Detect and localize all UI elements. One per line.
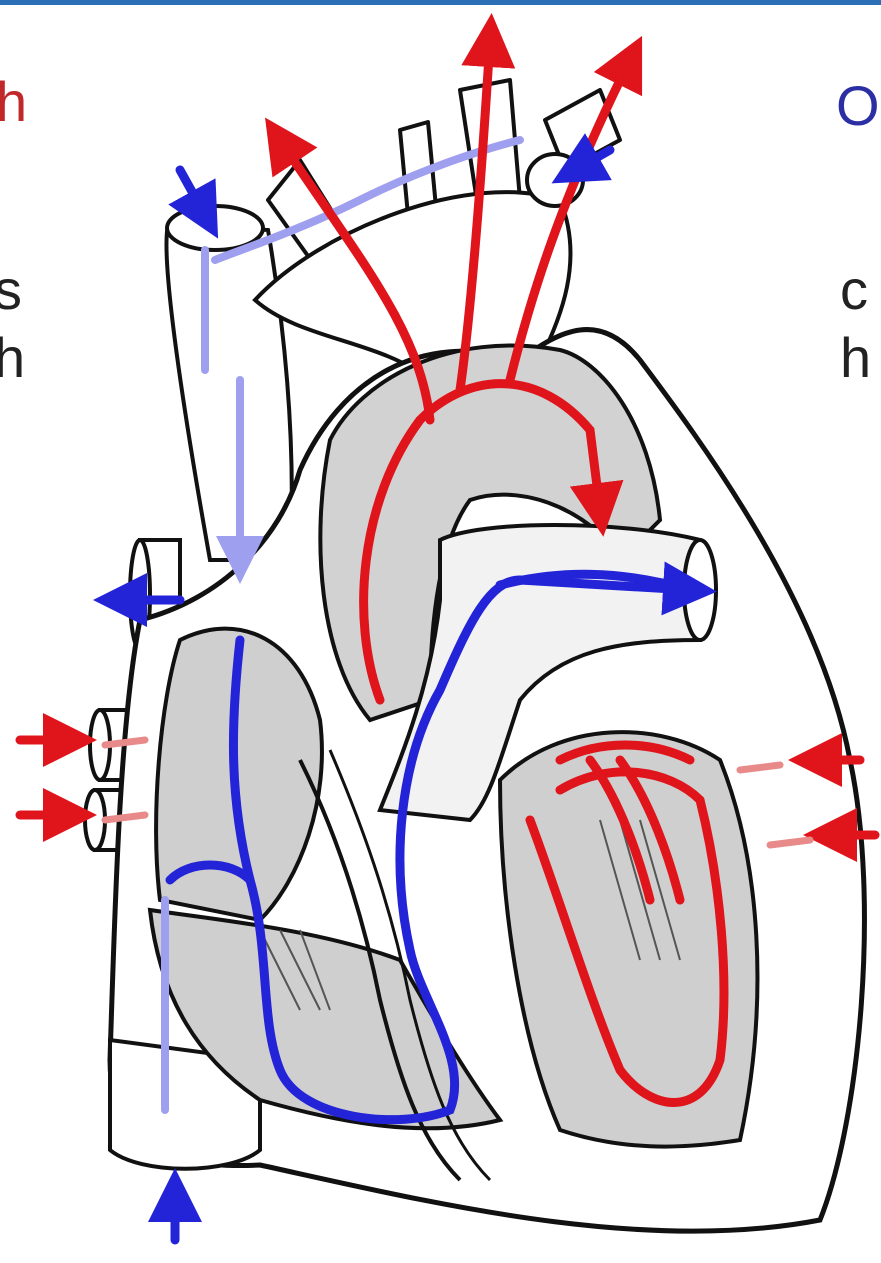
vein-flow-dash-left-1 [105,740,145,745]
superior-vena-cava [166,225,291,560]
vein-flow-dash-right-1 [740,765,780,770]
vein-flow-dash-left-2 [105,815,145,820]
vein-flow-dash-right-2 [770,840,810,845]
